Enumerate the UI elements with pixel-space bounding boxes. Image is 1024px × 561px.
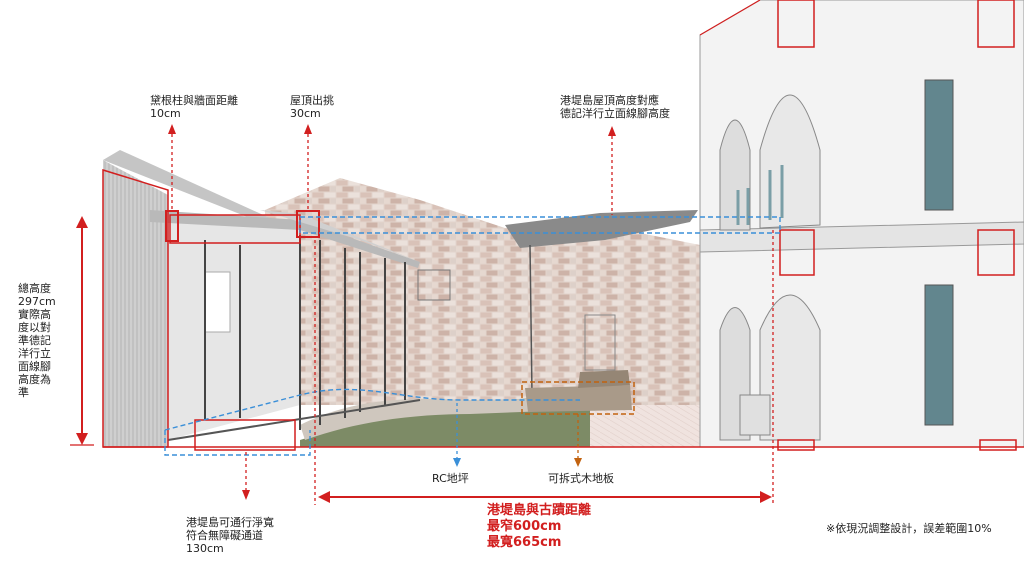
pavilion-interior (168, 215, 300, 440)
wood-floor-label: 可拆式木地板 (548, 472, 614, 485)
roof-alignment-guide (164, 216, 781, 456)
canopy (505, 210, 698, 248)
column-gap-marker (165, 210, 179, 242)
roof-height-label: 港堤島屋頂高度對應德記洋行立面線腳高度 (560, 94, 670, 120)
tolerance-note: ※依現況調整設計，誤差範圍10% (826, 522, 992, 535)
overhang-marker (296, 210, 320, 238)
wood-platform (525, 385, 632, 412)
lower-window (924, 284, 954, 426)
upper-window (924, 79, 954, 211)
wall-frame (584, 314, 616, 371)
wall-window (417, 269, 451, 301)
rc-floor-label: RC地坪 (432, 472, 469, 485)
metal-wall (103, 160, 168, 447)
pavilion-roof (150, 210, 420, 268)
